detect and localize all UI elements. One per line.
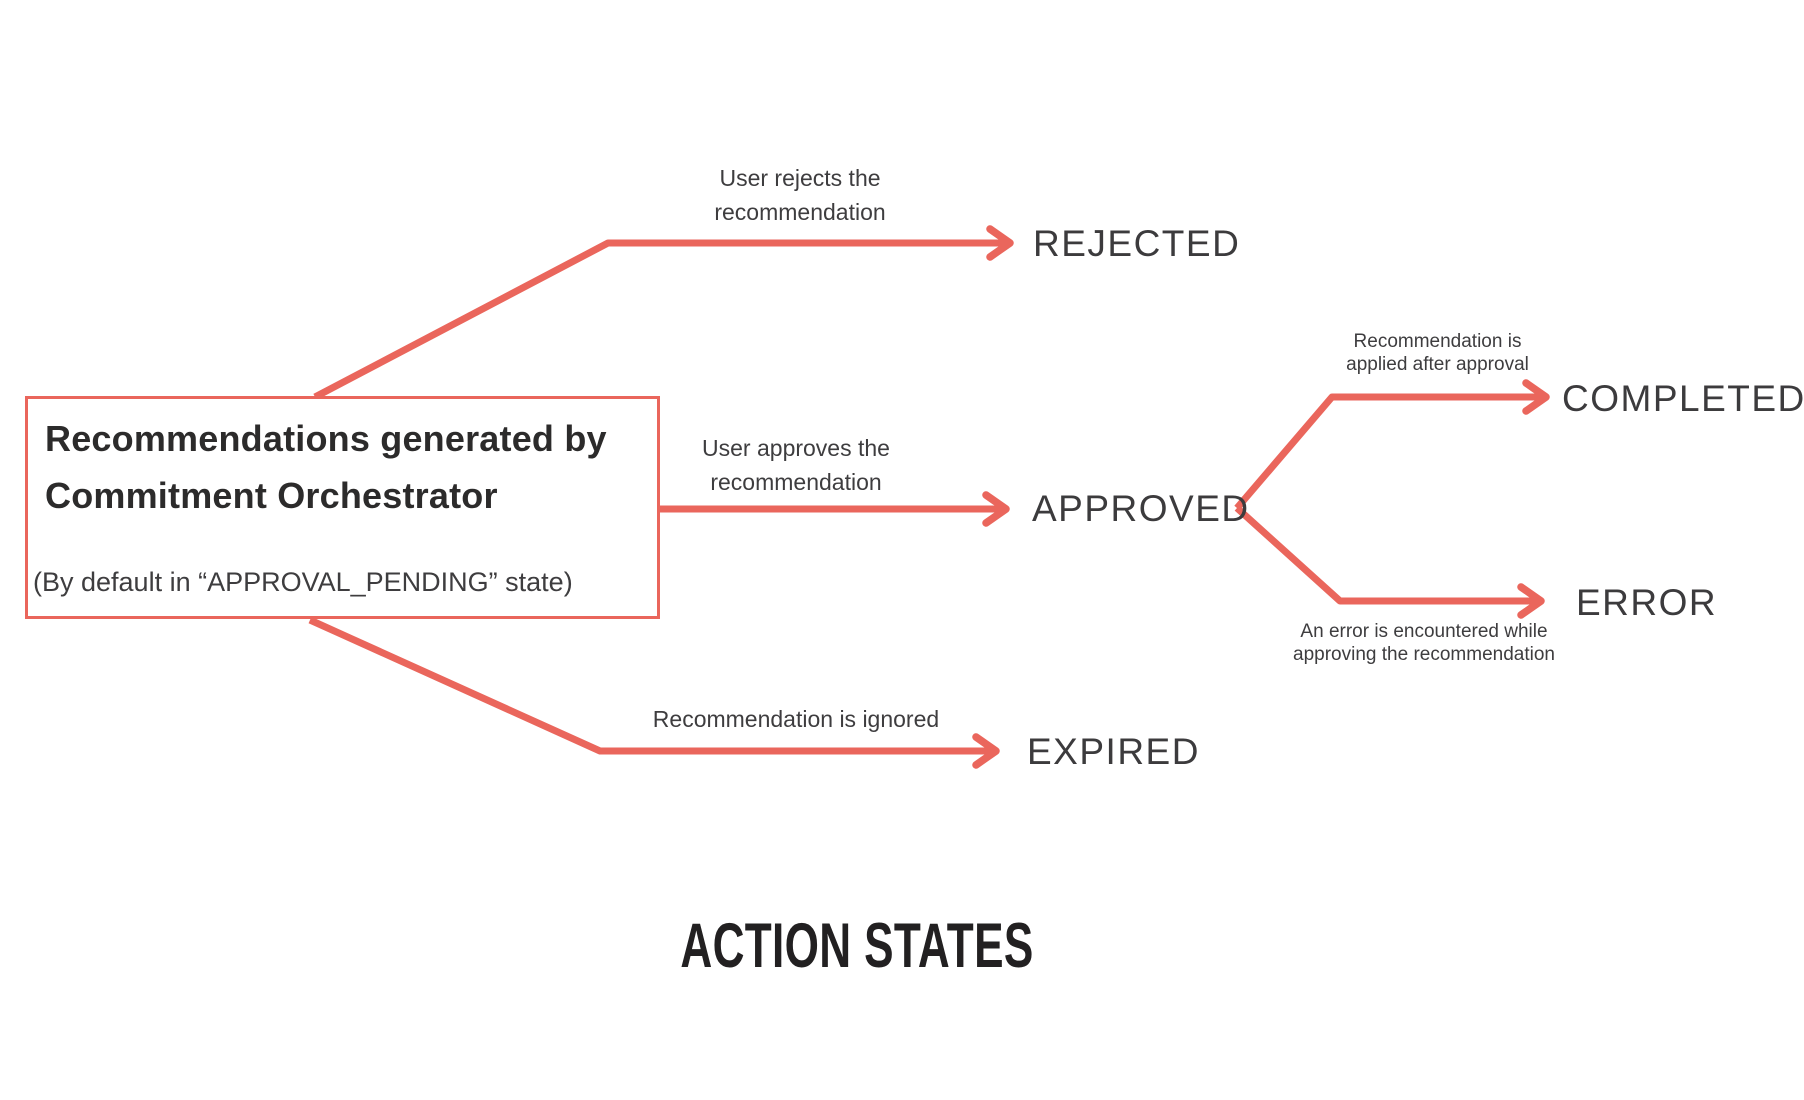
arrow-to-error — [1234, 505, 1545, 619]
edge-label-expired: Recommendation is ignored — [652, 706, 940, 732]
state-error: ERROR — [1576, 582, 1718, 623]
source-box-subtitle: (By default in “APPROVAL_PENDING” state) — [33, 567, 573, 597]
arrow-to-rejected — [313, 225, 1014, 401]
edge-label-rejected: User rejects the recommendation — [714, 165, 886, 225]
source-box-title: Recommendations generated by Commitment … — [45, 418, 607, 516]
arrow-to-expired — [308, 616, 1000, 769]
source-box: Recommendations generated by Commitment … — [25, 396, 660, 619]
arrow-to-completed — [1234, 379, 1550, 511]
edge-label-completed: Recommendation is applied after approval — [1346, 331, 1529, 375]
edge-label-approved: User approves the recommendation — [702, 435, 890, 495]
state-expired: EXPIRED — [1027, 731, 1200, 772]
state-rejected: REJECTED — [1033, 223, 1241, 264]
diagram-title: ACTION STATES — [680, 911, 1034, 981]
state-approved: APPROVED — [1032, 488, 1250, 529]
edge-label-error: An error is encountered while approving … — [1293, 621, 1555, 665]
state-completed: COMPLETED — [1562, 378, 1804, 419]
